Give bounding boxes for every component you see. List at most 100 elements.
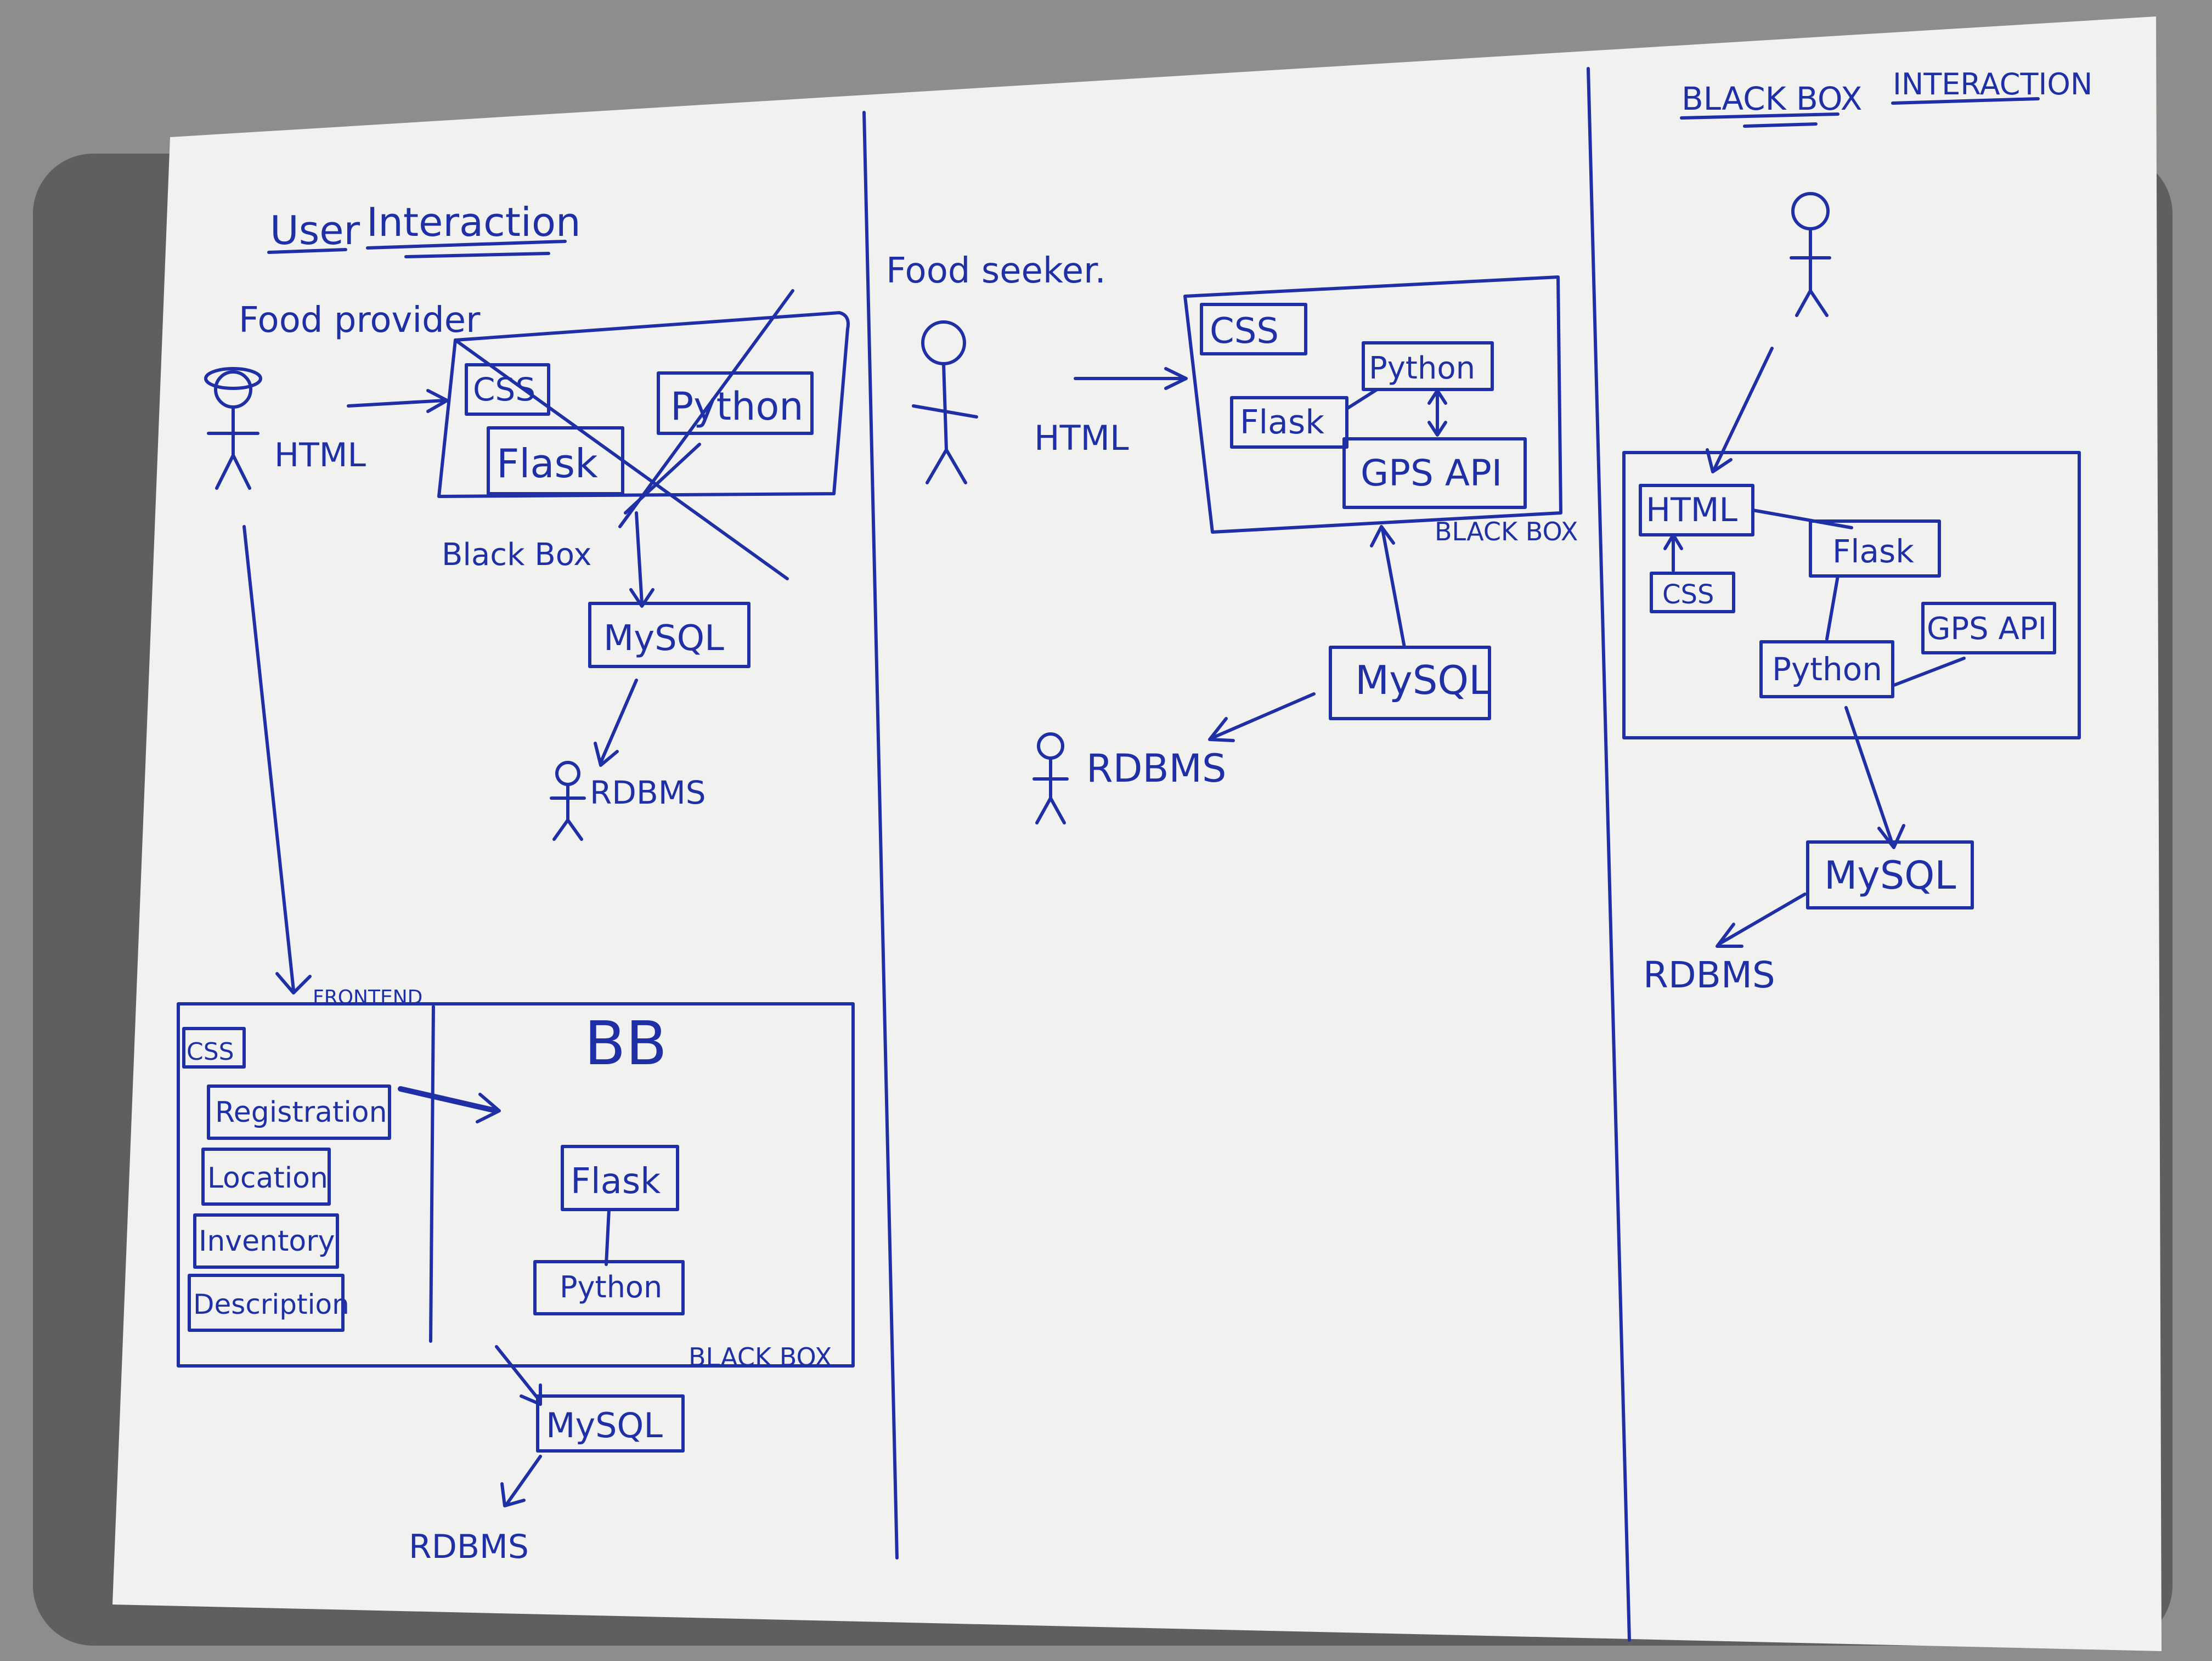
- food-seeker-figure: [912, 320, 978, 484]
- html-label-1: HTML: [274, 436, 366, 474]
- arrowhead-mysql3-to-bb2: [1370, 525, 1395, 547]
- arrow-mysql4-to-rdbms: [1718, 892, 1807, 945]
- paper-sheet: [112, 16, 2162, 1651]
- bb3-gps-box: [1921, 602, 2056, 654]
- mysql-label-4: MySQL: [1824, 853, 1956, 898]
- bb3-python-box: [1759, 640, 1894, 698]
- arrow-provider-to-frontend: [242, 525, 295, 992]
- arrow-mysql3-to-rdbms: [1211, 692, 1316, 739]
- mysql-box-3: [1329, 646, 1491, 720]
- mysql-label-2: MySQL: [546, 1405, 663, 1445]
- divider-right: [1587, 67, 1631, 1642]
- arrowhead-registration-to-bb: [476, 1093, 501, 1123]
- fe-inventory-label: Inventory: [199, 1225, 335, 1258]
- arrowhead-mysql1-to-rdbms: [594, 742, 619, 767]
- rdbms-label-4: RDBMS: [1643, 954, 1775, 996]
- arrowhead-actor3-to-bb: [1706, 448, 1733, 473]
- linkhead-python-gps-top: [1427, 389, 1447, 405]
- arrowhead-seeker-to-bb: [1164, 367, 1188, 390]
- heading-black-box: BLACK BOX: [1681, 80, 1863, 117]
- mysql-box-2: [536, 1394, 685, 1453]
- arrow-bb2-to-mysql: [495, 1345, 542, 1403]
- fe-registration-label: Registration: [215, 1096, 387, 1129]
- bb2-gps-label: GPS API: [1361, 452, 1502, 494]
- arrowhead-provider-to-bb: [426, 389, 449, 413]
- bb1-python-box: [657, 371, 814, 435]
- rdbms-label-1: RDBMS: [590, 774, 706, 811]
- rdbms-figure-2: [1032, 732, 1069, 824]
- bb2-flask-box: [561, 1145, 679, 1211]
- divider-left: [862, 111, 899, 1560]
- link-html-flask-3: [1751, 509, 1853, 529]
- arrowhead-mysql4-to-rdbms: [1716, 923, 1743, 948]
- arrow-bb3-to-mysql: [1844, 706, 1894, 846]
- heading-underline-interaction: [366, 240, 567, 250]
- mysql-label-1: MySQL: [603, 618, 724, 659]
- bb3-python-label: Python: [1772, 651, 1882, 688]
- heading-user: User: [270, 207, 360, 253]
- bb2-box-label: BLACK BOX: [1435, 517, 1578, 546]
- fe-description-box: [188, 1274, 345, 1332]
- arrowhead-css-to-html-3: [1663, 533, 1683, 550]
- black-box-2: [1183, 275, 1562, 534]
- actor-figure-3: [1790, 192, 1831, 317]
- arrow-mysql1-to-rdbms: [599, 679, 638, 764]
- bb2-flask-python-link: [605, 1208, 611, 1266]
- bb2-css-label: CSS: [1210, 311, 1279, 352]
- link-flask-python-3: [1825, 574, 1839, 641]
- bb3-gps-label: GPS API: [1927, 611, 2047, 647]
- heading-underline-interaction-p3: [1891, 97, 2040, 105]
- fe-css-box: [182, 1027, 246, 1069]
- arrowhead-mysql3-to-rdbms: [1208, 717, 1235, 742]
- heading-underline-interaction-2: [404, 252, 550, 258]
- bb2b-flask-label: Flask: [1240, 403, 1324, 442]
- mysql-box-1: [588, 602, 751, 668]
- arrowhead-bb1-to-mysql: [629, 588, 654, 608]
- bb2b-python-label: Python: [1369, 351, 1475, 386]
- bb2-black-box-label: BLACK BOX: [689, 1342, 832, 1372]
- bb2-gps-box: [1342, 437, 1527, 509]
- arrowhead-mysql2-to-rdbms: [500, 1482, 526, 1507]
- arrow-mysql2-to-rdbms: [506, 1455, 542, 1505]
- frontend-bb-container: [177, 1002, 855, 1368]
- bb2-flask-label: Flask: [571, 1161, 661, 1202]
- rdbms-label-2: RDBMS: [409, 1528, 529, 1566]
- html-label-2: HTML: [1034, 418, 1129, 458]
- fe-description-label: Description: [193, 1289, 349, 1320]
- arrow-bb1-to-mysql: [635, 511, 644, 605]
- actor-label-food-provider: Food provider: [239, 300, 481, 341]
- fe-registration-box: [207, 1084, 391, 1140]
- actor-label-food-seeker: Food seeker.: [886, 251, 1106, 291]
- arrow-provider-to-bb: [347, 399, 446, 408]
- bb3-flask-box: [1809, 519, 1941, 578]
- food-provider-figure: [204, 367, 262, 490]
- rdbms-figure-1: [550, 761, 586, 841]
- bb-big-label: BB: [584, 1008, 667, 1078]
- link-flask-python-2: [1345, 388, 1379, 410]
- bb1-cross-line-3: [624, 443, 701, 515]
- frontend-label: FRONTEND: [313, 986, 422, 1009]
- bb3-css-box: [1650, 572, 1735, 613]
- mysql-box-4: [1806, 840, 1974, 909]
- fe-inventory-box: [193, 1213, 339, 1269]
- heading-interaction-p3: INTERACTION: [1893, 67, 2092, 101]
- bb1-flask-label: Flask: [496, 440, 598, 487]
- bb3-css-label: CSS: [1662, 579, 1714, 610]
- arrow-mysql3-to-bb2: [1381, 528, 1406, 649]
- linkhead-python-gps-bottom: [1427, 421, 1447, 437]
- bb2b-flask-box: [1230, 396, 1348, 449]
- bb2-python-box: [533, 1260, 685, 1315]
- black-box-3: [1622, 451, 2081, 739]
- heading-underline-blackbox-2: [1743, 122, 1818, 128]
- arrowhead-bb3-to-mysql: [1877, 824, 1905, 849]
- bb1-python-label: Python: [670, 384, 804, 429]
- arrow-actor3-to-bb: [1713, 347, 1774, 471]
- bb1-css-box: [465, 363, 550, 416]
- bb2b-python-box: [1362, 341, 1494, 391]
- bb1-cross-line-2: [618, 289, 794, 528]
- bb1-cross-line-1: [454, 338, 789, 580]
- fe-css-label: CSS: [187, 1038, 234, 1066]
- fe-location-label: Location: [207, 1162, 328, 1195]
- fe-location-box: [201, 1148, 331, 1206]
- frontend-divider: [429, 1005, 435, 1343]
